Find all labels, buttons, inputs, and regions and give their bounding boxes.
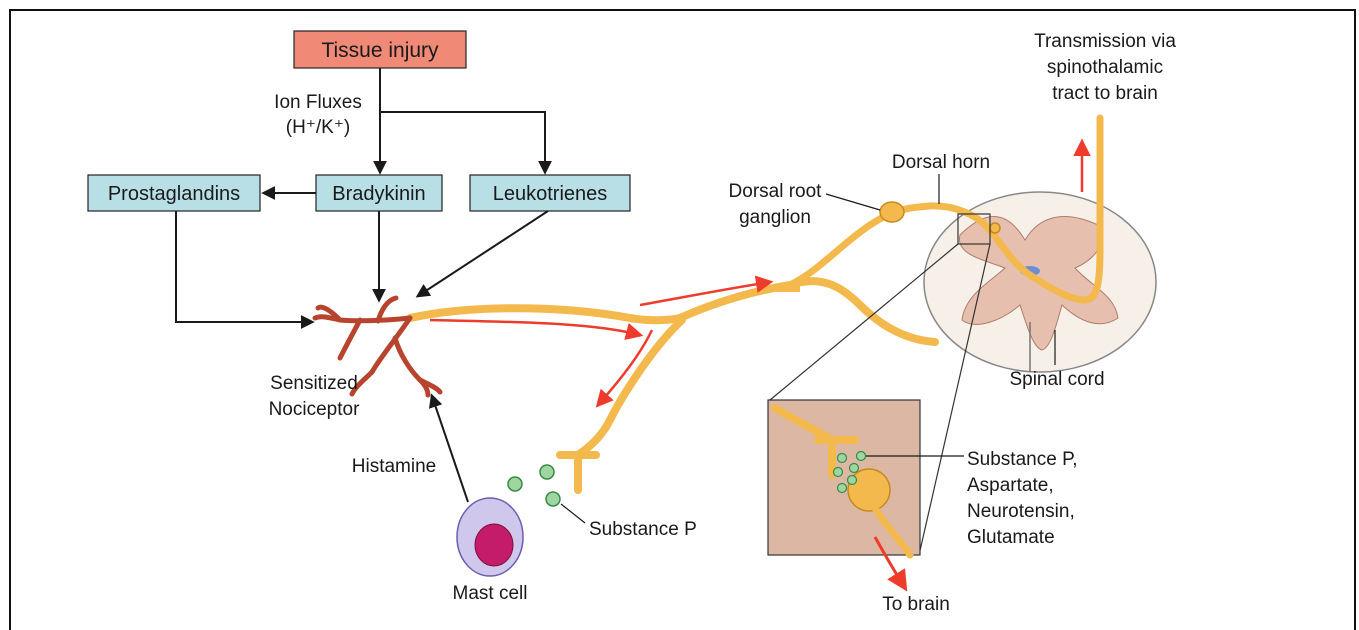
substance-p-vesicles (508, 465, 560, 506)
transmission-label-3: tract to brain (1052, 83, 1158, 104)
dorsal-root-leader (826, 194, 880, 210)
flow-arrows (176, 68, 548, 502)
ion-fluxes-label: Ion Fluxes (274, 92, 362, 113)
injury-to-leukotrienes-arrow (380, 112, 545, 172)
histamine-arrow (432, 396, 468, 502)
nociceptor-label: Nociceptor (269, 399, 360, 420)
nociceptor-branch (340, 320, 360, 358)
dorsal-horn-label: Dorsal horn (892, 152, 990, 173)
sensitized-label: Sensitized (270, 373, 358, 394)
bradykinin-label: Bradykinin (332, 183, 425, 205)
peripheral-nerve-fiber (410, 285, 790, 320)
to-brain-label: To brain (882, 594, 950, 615)
nociceptor-signal-arrow (430, 320, 640, 335)
transmission-label-2: spinothalamic (1047, 57, 1163, 78)
dorsal-horn-synapse (990, 223, 1000, 233)
nociceptor-branch (315, 317, 410, 321)
dorsal-root-ganglion (880, 202, 904, 222)
vesicle (848, 476, 857, 485)
dorsal-root-label: Dorsal root (729, 181, 823, 202)
tissue-injury-label: Tissue injury (321, 39, 439, 62)
leukotrienes-to-nociceptor-arrow (418, 211, 548, 296)
vesicle (857, 452, 866, 461)
nociceptor-branch (395, 338, 428, 395)
vesicle (508, 477, 522, 491)
ganglion-label: ganglion (739, 207, 811, 228)
mast-cell-label: Mast cell (453, 583, 528, 604)
prostaglandins-label: Prostaglandins (108, 183, 240, 205)
vesicle (834, 468, 843, 477)
ventral-root (790, 281, 935, 342)
vesicle (546, 492, 560, 506)
vesicle (850, 464, 859, 473)
inset-zoom-line (770, 244, 958, 400)
efferent-terminal (560, 455, 596, 490)
histamine-label: Histamine (352, 456, 436, 477)
vesicle (838, 484, 847, 493)
spinal-cord-label: Spinal cord (1009, 369, 1104, 390)
ion-fluxes-ions: (H⁺/K⁺) (286, 117, 350, 138)
inset-postsynaptic-neuron (848, 469, 890, 511)
neurotransmitters-label-4: Glutamate (967, 527, 1055, 548)
neurotransmitters-label-3: Neurotensin, (967, 501, 1075, 522)
prostaglandins-to-nociceptor-arrow (176, 211, 312, 322)
mast-cell (457, 498, 523, 576)
leukotrienes-label: Leukotrienes (493, 183, 608, 205)
mast-cell-nucleus (475, 524, 513, 566)
efferent-branch (578, 320, 682, 455)
vesicle (838, 454, 847, 463)
transmission-label-1: Transmission via (1034, 31, 1176, 52)
neurotransmitters-label-1: Substance P, (967, 449, 1078, 470)
substance-p-label: Substance P (589, 519, 697, 540)
substance-p-leader (561, 504, 585, 523)
neurotransmitters-label-2: Aspartate, (967, 475, 1054, 496)
inset-box (768, 400, 920, 555)
vesicle (540, 465, 554, 479)
